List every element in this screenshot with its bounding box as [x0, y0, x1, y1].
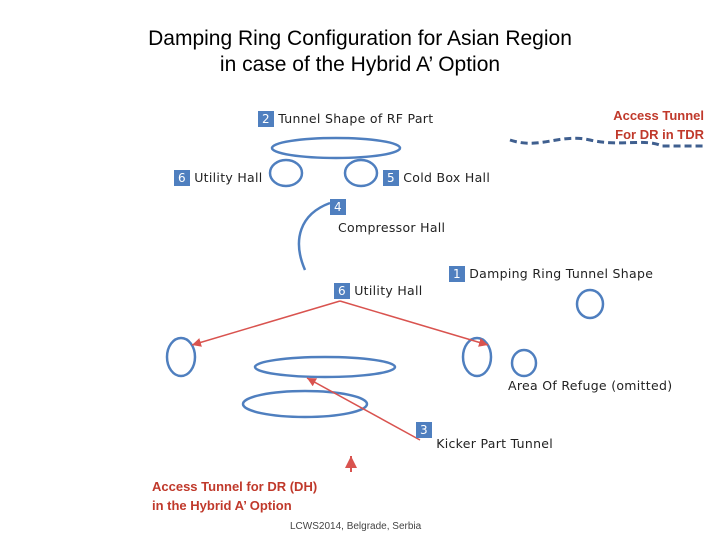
access-tunnel-dh-line1: Access Tunnel for DR (DH)	[152, 479, 318, 494]
kicker-arrow	[306, 377, 421, 441]
label-rf-part-text: Tunnel Shape of RF Part	[278, 111, 434, 126]
title-line-1: Damping Ring Configuration for Asian Reg…	[148, 27, 572, 50]
cold-box-ring	[343, 158, 379, 188]
area-of-refuge-circle	[510, 348, 538, 378]
label-damping-ring: 1 Damping Ring Tunnel Shape	[449, 266, 654, 282]
arrow-left	[191, 300, 341, 347]
lower-ellipse	[241, 389, 369, 419]
compressor-hall-arc	[297, 201, 331, 271]
label-access-tunnel-dh: Access Tunnel for DR (DH) in the Hybrid …	[152, 477, 317, 515]
badge-1: 1	[449, 266, 465, 282]
footer-text: LCWS2014, Belgrade, Serbia	[290, 521, 422, 532]
page-title: Damping Ring Configuration for Asian Reg…	[0, 26, 720, 78]
badge-5: 5	[383, 170, 399, 186]
access-tunnel-tdr-line2: For DR in TDR	[615, 127, 704, 142]
label-compressor-hall: 4 Compressor Hall	[330, 199, 445, 235]
label-area-of-refuge: Area Of Refuge (omitted)	[508, 378, 673, 393]
badge-2: 2	[258, 111, 274, 127]
badge-6-center: 6	[334, 283, 350, 299]
label-damping-ring-text: Damping Ring Tunnel Shape	[469, 266, 654, 281]
access-tunnel-tdr-line1: Access Tunnel	[613, 108, 704, 123]
center-ellipse	[253, 355, 397, 379]
access-tunnel-tdr-path	[509, 136, 704, 148]
rf-tunnel-outline	[270, 136, 402, 160]
left-ring	[165, 336, 197, 378]
label-cold-box-hall: 5 Cold Box Hall	[383, 170, 491, 186]
label-rf-part: 2 Tunnel Shape of RF Part	[258, 111, 434, 127]
badge-4: 4	[330, 199, 346, 215]
badge-3: 3	[416, 422, 432, 438]
badge-6-left: 6	[174, 170, 190, 186]
label-cold-box-hall-text: Cold Box Hall	[403, 170, 491, 185]
label-utility-hall-center: 6 Utility Hall	[334, 283, 423, 299]
arrow-right	[339, 300, 489, 347]
label-utility-hall-center-text: Utility Hall	[354, 283, 423, 298]
access-tunnel-dh-line2: in the Hybrid A’ Option	[152, 498, 292, 513]
label-kicker-part: 3 Kicker Part Tunnel	[416, 422, 553, 451]
label-utility-hall-left: 6 Utility Hall	[174, 170, 263, 186]
label-access-tunnel-tdr: Access Tunnel For DR in TDR	[613, 106, 704, 144]
right-ring	[461, 336, 493, 378]
utility-hall-ring-left	[268, 158, 304, 188]
label-compressor-hall-text: Compressor Hall	[338, 220, 446, 235]
damping-ring-circle	[575, 288, 605, 320]
title-line-2: in case of the Hybrid A’ Option	[219, 53, 501, 76]
label-utility-hall-left-text: Utility Hall	[194, 170, 263, 185]
label-kicker-part-text: Kicker Part Tunnel	[436, 436, 554, 451]
